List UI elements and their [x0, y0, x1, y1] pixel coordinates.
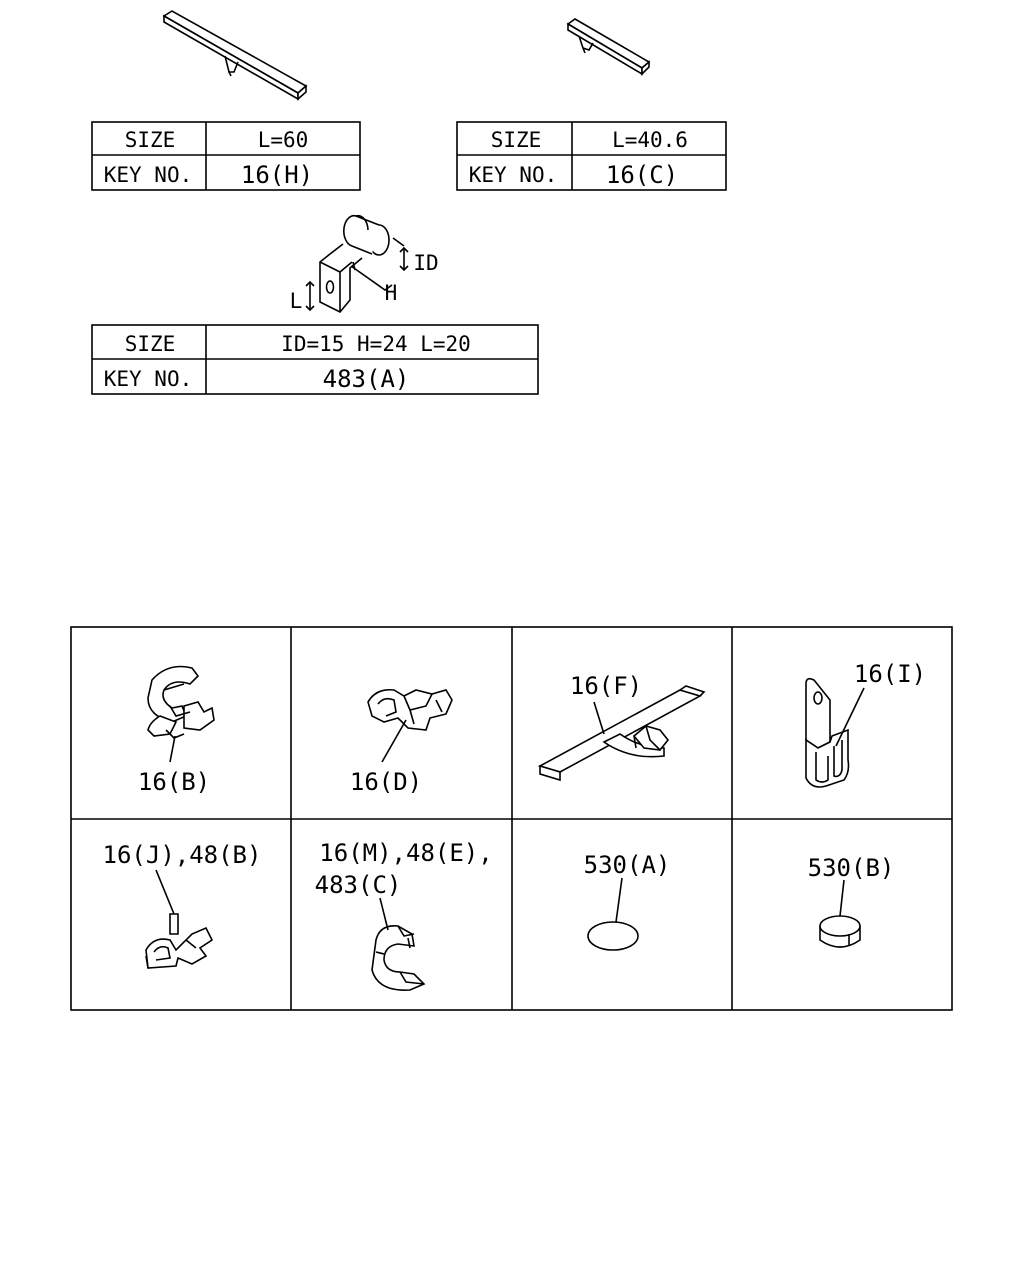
clip-16d-illustration [367, 688, 453, 731]
key-no-value: 483(A) [323, 365, 410, 393]
leader-line [839, 879, 845, 917]
part-label-16j-48b: 16(J),48(B) [103, 841, 262, 869]
dimension-h-label: H [385, 281, 398, 305]
pipe-bracket-483a-illustration [305, 214, 409, 313]
cap-530b-illustration [819, 915, 861, 948]
spec-table-16c: SIZE L=40.6 KEY NO. 16(C) [456, 121, 727, 191]
part-label-16f: 16(F) [570, 672, 642, 700]
key-no-value: 16(H) [241, 161, 313, 189]
key-no-header: KEY NO. [104, 367, 193, 391]
leader-line [835, 687, 865, 747]
size-header: SIZE [491, 128, 542, 152]
size-value: ID=15 H=24 L=20 [281, 332, 471, 356]
size-header: SIZE [125, 332, 176, 356]
spec-table-483a: SIZE ID=15 H=24 L=20 KEY NO. 483(A) [91, 324, 539, 395]
long-clip-16h-illustration [162, 10, 308, 101]
leader-line [379, 897, 389, 931]
size-value: L=60 [258, 128, 309, 152]
size-value: L=40.6 [612, 128, 688, 152]
part-label-16d: 16(D) [350, 768, 422, 796]
leader-line [381, 719, 407, 763]
key-no-header: KEY NO. [104, 163, 193, 187]
leader-line [169, 735, 176, 763]
dimension-id-label: ID [413, 251, 438, 275]
spec-table-16h: SIZE L=60 KEY NO. 16(H) [91, 121, 361, 191]
part-label-16m-48e: 16(M),48(E), [319, 839, 492, 867]
clip-16f-illustration [537, 685, 706, 782]
clip-16j-illustration [145, 913, 214, 969]
key-no-value: 16(C) [606, 161, 678, 189]
part-label-16i: 16(I) [854, 660, 926, 688]
leader-line [155, 869, 175, 915]
size-header: SIZE [125, 128, 176, 152]
part-label-16b: 16(B) [138, 768, 210, 796]
part-label-483c: 483(C) [315, 871, 402, 899]
short-clip-16c-illustration [566, 18, 651, 76]
clip-16m-illustration [371, 924, 426, 991]
clip-16b-illustration [147, 665, 215, 739]
leader-line [593, 701, 605, 735]
clip-16i-illustration [805, 677, 850, 788]
parts-grid [70, 626, 953, 1011]
part-label-530b: 530(B) [808, 854, 895, 882]
grommet-530a-illustration [587, 921, 639, 951]
leader-line [615, 877, 623, 923]
key-no-header: KEY NO. [469, 163, 558, 187]
dimension-l-label: L [290, 289, 303, 313]
part-label-530a: 530(A) [584, 851, 671, 879]
